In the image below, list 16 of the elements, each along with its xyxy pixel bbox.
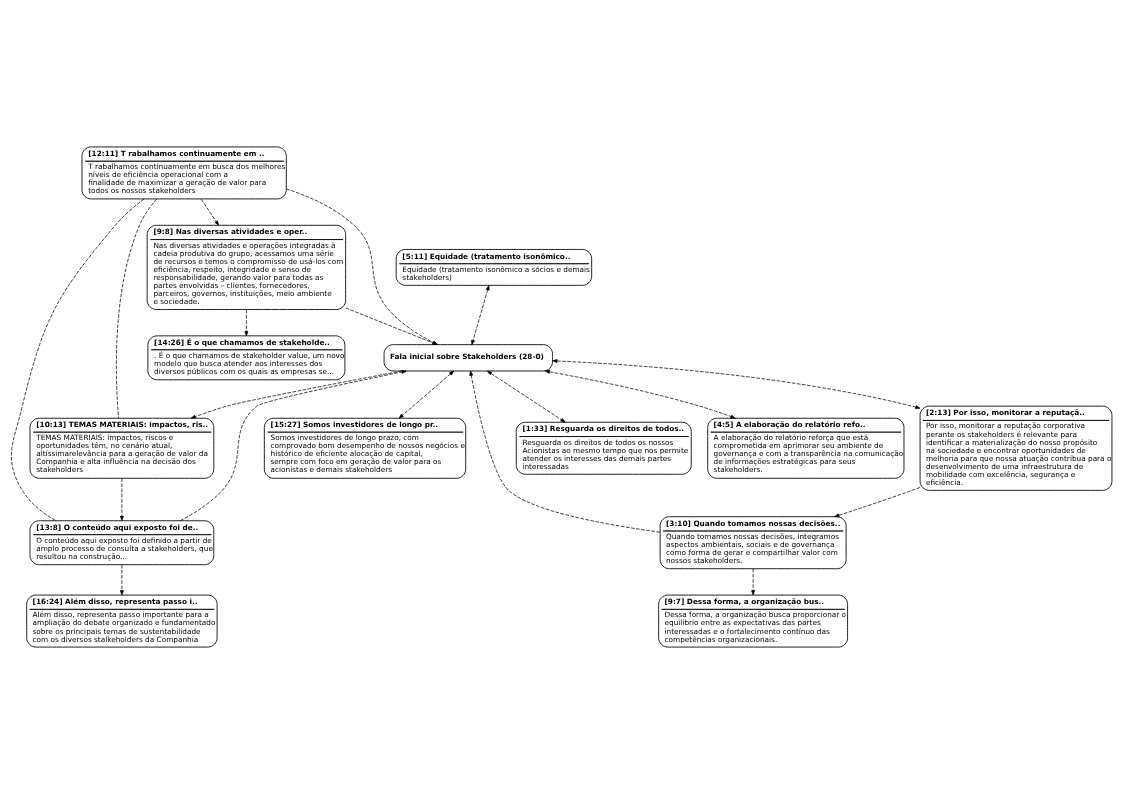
arrow (244, 309, 249, 337)
arrow (552, 359, 921, 409)
arrow (471, 285, 490, 345)
arrow (751, 568, 756, 596)
arrow (544, 369, 736, 419)
arrow (469, 370, 661, 533)
arrow (200, 198, 219, 226)
arrow (398, 370, 455, 419)
arrow (120, 564, 124, 596)
arrow (834, 487, 921, 518)
arrow (190, 370, 403, 419)
connector (11, 198, 145, 521)
connector (115, 198, 157, 419)
arrow (120, 478, 124, 522)
arrow (487, 370, 566, 423)
arrow (179, 370, 407, 521)
